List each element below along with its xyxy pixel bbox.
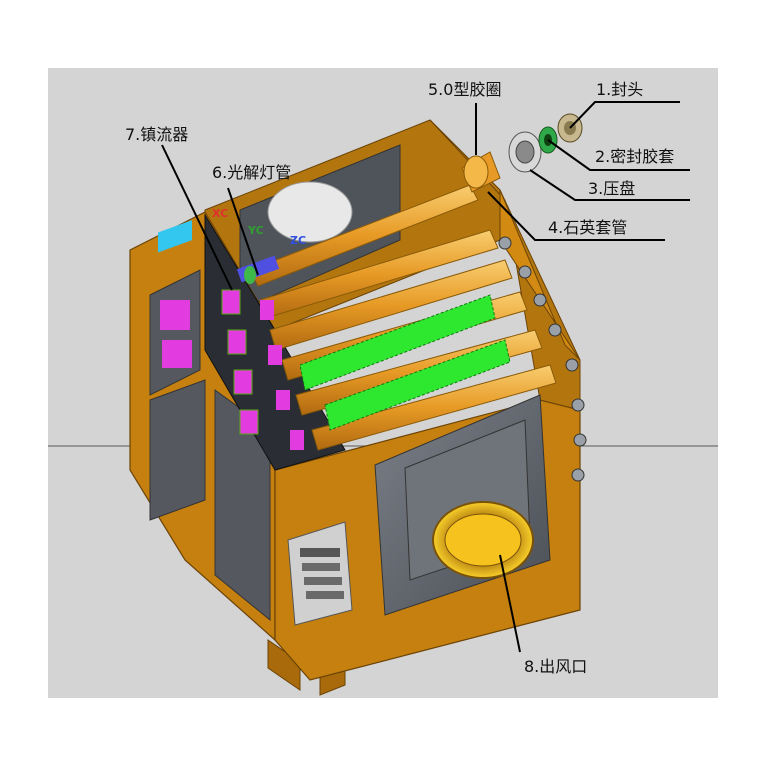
cyan-ballast-1 [158, 220, 192, 253]
label-sealing-sleeve: 2.密封胶套 [595, 147, 674, 166]
tube-6 [311, 364, 557, 451]
leader-air-outlet [499, 554, 521, 653]
back-opening [267, 181, 353, 243]
leader-sealing-sleeve [547, 139, 690, 171]
leader-uv-lamp [227, 187, 259, 276]
label-uv-lamp: 6.光解灯管 [212, 163, 291, 182]
control-panel [287, 521, 353, 626]
highlighted-lamp [236, 255, 280, 284]
axis-zc: ZC [290, 234, 306, 247]
label-o-ring: 5.0型胶圈 [428, 80, 501, 99]
label-pressure-plate: 3.压盘 [588, 179, 635, 198]
tube-3 [269, 259, 513, 351]
label-ballast: 7.镇流器 [125, 125, 188, 144]
cabinet-right-side [499, 189, 581, 361]
label-end-cap: 1.封头 [596, 80, 643, 99]
leader-ballast [161, 144, 233, 291]
left-lower-panel-1 [149, 379, 206, 521]
leader-lines [161, 101, 690, 653]
grid-2 [324, 339, 511, 431]
label-air-outlet: 8.出风口 [524, 657, 587, 676]
leader-pressure-plate [529, 169, 690, 201]
tube-1 [249, 184, 479, 287]
right-side-bolts [498, 236, 587, 482]
leader-quartz-tube [487, 191, 665, 241]
cabinet [129, 119, 581, 696]
axis-xc: XC [212, 207, 228, 220]
magenta-ballast-1 [160, 300, 190, 330]
axis-yc: YC [247, 224, 264, 237]
magenta-ballast-2 [162, 340, 192, 368]
pressure-plate-part [508, 131, 542, 173]
ballast-modules [221, 289, 304, 450]
quartz-tube-end [461, 151, 501, 193]
grid-1 [299, 294, 496, 391]
green-grids [299, 294, 511, 431]
leader-end-cap [569, 101, 680, 129]
label-quartz-tube: 4.石英套管 [548, 218, 627, 237]
air-outlet-ring [432, 501, 534, 579]
